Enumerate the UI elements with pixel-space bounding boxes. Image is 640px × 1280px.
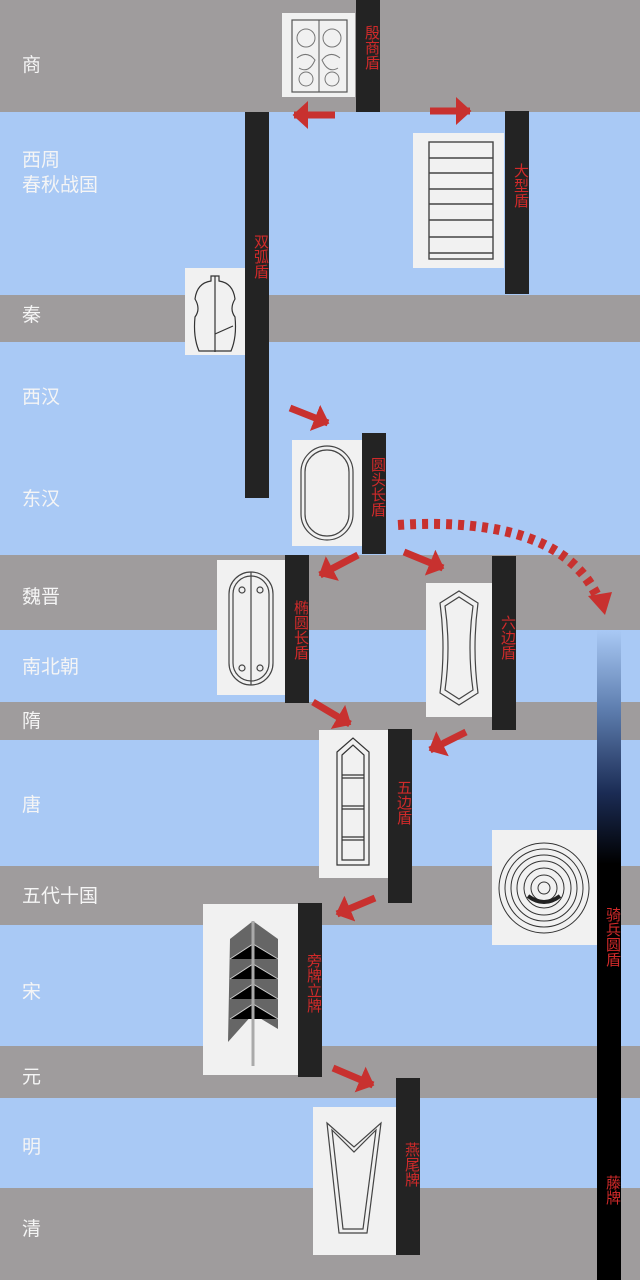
era-label: 南北朝 <box>22 656 80 678</box>
daxing-label: 大型盾 <box>512 163 530 208</box>
yuantou-label: 圆头长盾 <box>369 457 387 517</box>
wubian-label: 五边盾 <box>395 780 413 825</box>
liubian-label: 六边盾 <box>499 615 517 660</box>
band-nanbeichao <box>0 630 640 702</box>
yuantou-bar <box>362 433 386 554</box>
shuanghu-bar <box>245 112 269 498</box>
yinshang-shield-image <box>282 13 355 97</box>
shuanghu-label: 双弧盾 <box>252 234 270 279</box>
yanwei-label: 燕尾牌 <box>403 1142 421 1187</box>
era-label: 清 <box>22 1218 42 1240</box>
tuoyuan-shield-image <box>217 560 285 695</box>
era-label: 五代十国 <box>22 885 99 907</box>
tengpai-label: 藤牌 <box>604 1175 622 1205</box>
era-label: 秦 <box>22 304 42 326</box>
tuoyuan-bar <box>285 555 309 703</box>
era-label: 隋 <box>22 710 42 732</box>
band-qin <box>0 295 640 342</box>
pangpai-label: 旁牌立牌 <box>305 953 323 1013</box>
era-label: 明 <box>22 1136 42 1158</box>
era-label: 魏晋 <box>22 586 61 608</box>
pangpai-bar <box>298 903 322 1077</box>
wubian-bar <box>388 729 412 903</box>
daxing-bar <box>505 111 529 294</box>
yinshang-label: 殷商盾 <box>363 25 381 70</box>
era-label: 西汉 <box>22 386 61 408</box>
qibing-label: 骑兵圆盾 <box>604 907 622 967</box>
era-label: 西周 春秋战国 <box>22 149 99 196</box>
qibing-tengpai-bar <box>597 630 621 1280</box>
tuoyuan-label: 椭圆长盾 <box>292 600 310 660</box>
qibing-shield-image <box>492 830 597 945</box>
daxing-shield-image <box>413 133 504 268</box>
shuanghu-shield-image <box>185 268 245 355</box>
pangpai-shield-image <box>203 904 298 1075</box>
liubian-shield-image <box>426 583 492 717</box>
era-label: 商 <box>22 54 42 76</box>
yanwei-bar <box>396 1078 420 1255</box>
era-label: 唐 <box>22 794 42 816</box>
yuantou-shield-image <box>292 440 362 546</box>
era-label: 元 <box>22 1066 42 1088</box>
yinshang-bar <box>356 0 380 112</box>
era-label: 宋 <box>22 981 42 1003</box>
wubian-shield-image <box>319 730 388 878</box>
yanwei-shield-image <box>313 1107 396 1255</box>
band-xizhou <box>0 112 640 295</box>
band-weijin <box>0 555 640 630</box>
era-label: 东汉 <box>22 488 61 510</box>
